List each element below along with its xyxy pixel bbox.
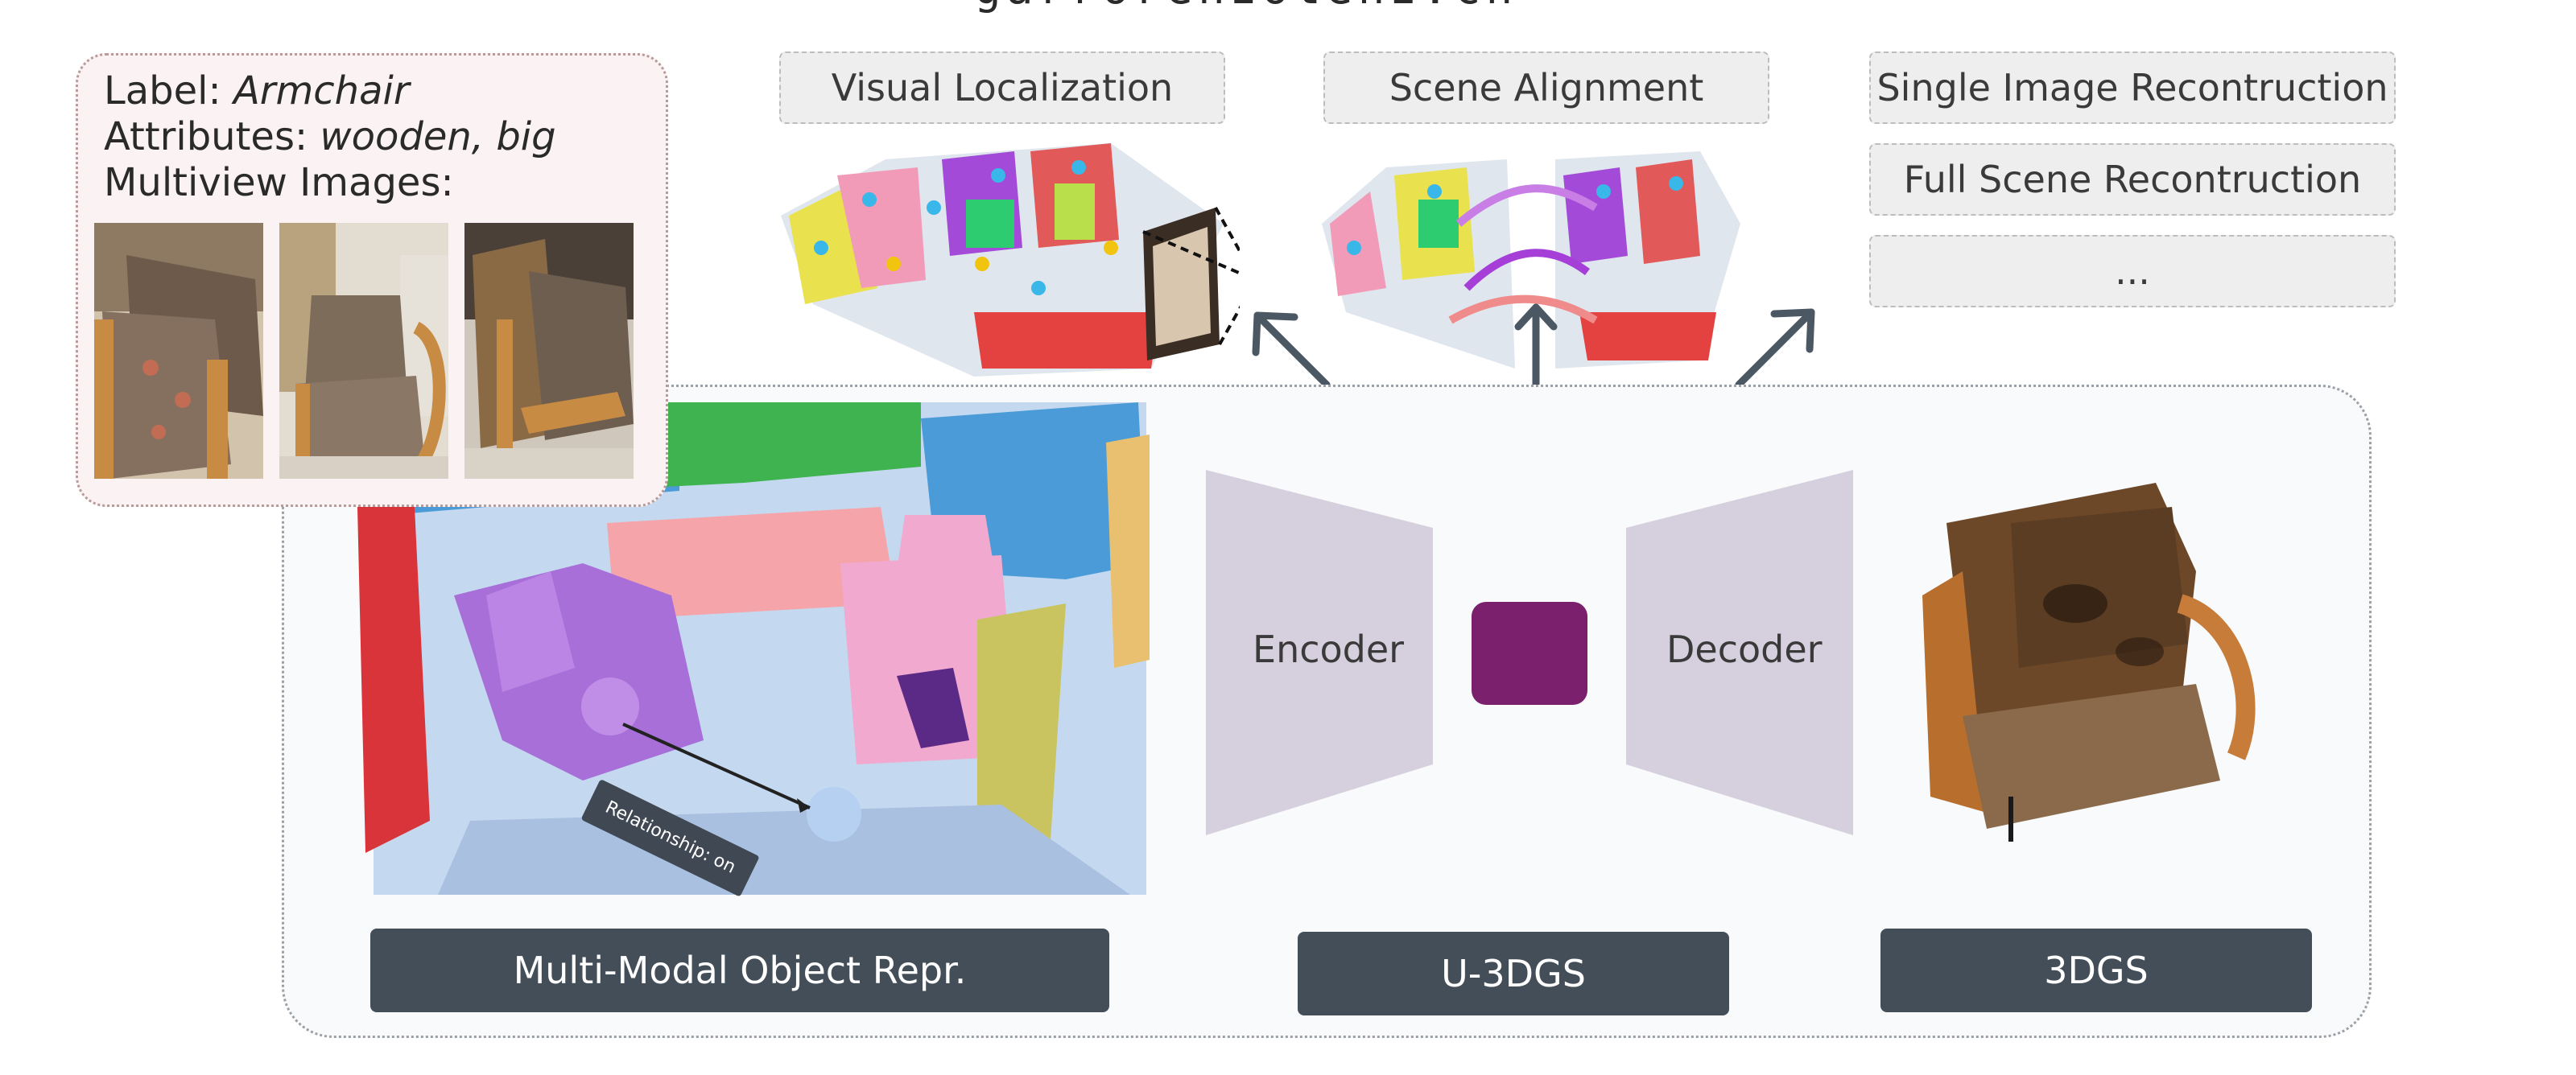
encoder-label: Encoder bbox=[1253, 628, 1405, 671]
u3dgs-architecture bbox=[1206, 470, 1853, 835]
object-info-card: Label: Armchair Attributes: wooden, big … bbox=[76, 53, 668, 507]
header-cropped-text: garrorenzotenz.cn bbox=[974, 0, 1618, 13]
multimodal-repr-label: Multi-Modal Object Repr. bbox=[370, 929, 1109, 1012]
latent-block bbox=[1472, 602, 1587, 705]
3dgs-label: 3DGS bbox=[1880, 929, 2312, 1012]
task-scene-alignment: Scene Alignment bbox=[1323, 51, 1769, 124]
decoder-label: Decoder bbox=[1666, 628, 1823, 671]
task-more: ... bbox=[1869, 235, 2396, 307]
multiview-image-2 bbox=[279, 223, 448, 479]
multiview-image-1 bbox=[94, 223, 263, 479]
label-key: Label: bbox=[104, 68, 221, 113]
multiview-image-3 bbox=[464, 223, 634, 479]
3dgs-armchair-render bbox=[1922, 483, 2256, 842]
visual-localization-scene-illustration bbox=[781, 143, 1240, 377]
task-visual-localization: Visual Localization bbox=[779, 51, 1225, 124]
u3dgs-label: U-3DGS bbox=[1298, 932, 1729, 1015]
decoder-block bbox=[1626, 470, 1853, 835]
attributes-line: Attributes: wooden, big bbox=[104, 114, 666, 160]
label-value: Armchair bbox=[233, 68, 410, 113]
encoder-block bbox=[1206, 470, 1433, 835]
task-full-scene-reconstruction: Full Scene Recontruction bbox=[1869, 143, 2396, 216]
attributes-value: wooden, big bbox=[320, 114, 556, 159]
attributes-key: Attributes: bbox=[104, 114, 308, 159]
scene-mesh-illustration bbox=[357, 402, 1150, 895]
task-single-image-reconstruction: Single Image Recontruction bbox=[1869, 51, 2396, 124]
label-line: Label: Armchair bbox=[104, 68, 666, 114]
scene-alignment-illustration bbox=[1322, 151, 1740, 369]
multiview-line: Multiview Images: bbox=[104, 160, 454, 205]
